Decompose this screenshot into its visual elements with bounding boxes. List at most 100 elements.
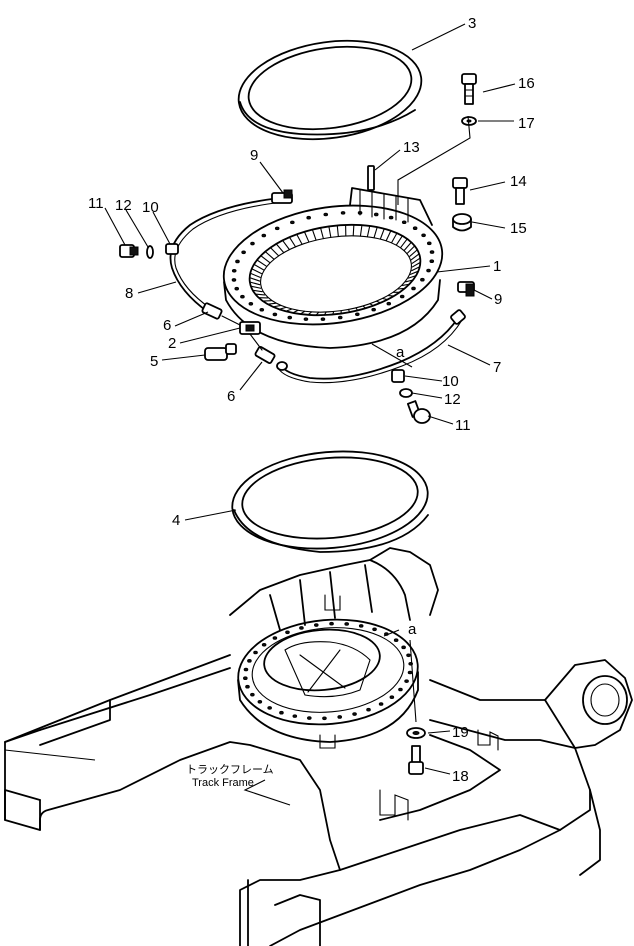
gear-tooth (332, 310, 335, 316)
grease-fitting-6a (201, 302, 223, 320)
gear-tooth (355, 307, 359, 311)
washer-12b (399, 388, 413, 398)
callout-a-lower: a (408, 621, 417, 638)
bolt-hole (267, 706, 272, 710)
gear-tooth (409, 270, 419, 275)
gear-tooth (278, 306, 287, 310)
bolt-hole (411, 286, 416, 291)
bolt-hole (247, 659, 252, 663)
gear-tooth (249, 277, 261, 282)
callout-12-left: 12 (115, 197, 132, 214)
bolt-hole (373, 212, 379, 217)
bolt-hole (253, 650, 258, 655)
callout-17: 17 (518, 115, 535, 132)
gear-tooth (410, 253, 420, 261)
gear-tooth (387, 294, 395, 297)
gear-tooth (359, 224, 363, 237)
bolt-hole (388, 215, 394, 220)
spacer-15 (452, 213, 472, 232)
bolt-hole (337, 315, 343, 320)
track-frame (4, 547, 633, 946)
callout-6-lower: 6 (227, 388, 235, 405)
gear-tooth (405, 279, 414, 283)
track-frame-label-jp: トラックフレーム (186, 763, 274, 776)
gear-tooth (400, 238, 408, 248)
bolt-hole (406, 653, 411, 658)
callout-12-right: 12 (444, 391, 461, 408)
bolt-hole (407, 670, 413, 675)
bolt-hole (234, 286, 240, 291)
bolt-hole (389, 695, 395, 699)
gear-tooth (249, 281, 261, 286)
hose-end-7 (450, 309, 466, 325)
gear-tooth (382, 297, 388, 301)
grease-hose-7 (277, 317, 463, 384)
gear-teeth (249, 224, 421, 316)
gear-tooth (296, 233, 303, 245)
seal-ring-upper (237, 39, 423, 141)
callout-14: 14 (510, 173, 527, 190)
elbow-fitting-9b (457, 281, 475, 297)
gear-tooth (299, 310, 306, 315)
bolt-hole (279, 710, 284, 715)
gear-tooth (251, 268, 263, 275)
grease-nipple-5 (204, 343, 237, 361)
bolt-hole (313, 623, 319, 627)
bolt-14 (452, 177, 468, 205)
callout-2: 2 (168, 335, 176, 352)
clamp-10b (391, 369, 405, 383)
gear-tooth (320, 227, 324, 240)
callout-10-right: 10 (442, 373, 459, 390)
gear-tooth (249, 272, 261, 278)
callout-13: 13 (403, 139, 420, 156)
bolt-hole (401, 220, 407, 225)
bolt-hole (426, 241, 432, 246)
bolt-hole (398, 687, 403, 692)
frame-circle-mount (237, 618, 419, 743)
bolt-hole (231, 268, 237, 273)
bolt-hole (337, 715, 343, 719)
gear-tooth (323, 311, 327, 316)
callout-18: 18 (452, 768, 469, 785)
gear-tooth (373, 226, 378, 239)
bolt-hole (352, 712, 357, 716)
callout-9-right: 9 (494, 291, 502, 308)
gear-tooth (292, 309, 299, 314)
gear-tooth (406, 245, 416, 254)
bolt-hole (243, 676, 248, 681)
bolt-hole (340, 211, 346, 215)
gear-tooth (395, 235, 403, 246)
callout-1: 1 (493, 258, 501, 275)
bolt-hole (250, 241, 255, 246)
gear-tooth (260, 255, 271, 264)
gear-tooth (252, 289, 263, 293)
bolt-hole (420, 277, 425, 282)
gear-tooth (253, 263, 265, 271)
bolt-hole (290, 220, 295, 225)
callout-6-upper: 6 (163, 317, 171, 334)
bolt-11a (119, 244, 139, 258)
bolt-holes (231, 211, 435, 321)
bolt-hole (307, 716, 312, 720)
bolt-hole (250, 692, 255, 697)
bolt-hole (399, 294, 405, 299)
bolt-hole (329, 621, 334, 626)
bolt-hole (429, 259, 435, 264)
gear-tooth (250, 285, 262, 289)
bolt-hole (306, 215, 311, 220)
bolt-hole (404, 679, 409, 683)
gear-tooth (411, 261, 421, 268)
callout-10-left: 10 (142, 199, 159, 216)
bolt-16 (461, 73, 477, 105)
gear-tooth (385, 230, 392, 242)
gear-tooth (379, 228, 385, 240)
gear-tooth (267, 302, 277, 305)
bolt-hole (231, 278, 237, 282)
callout-11-left: 11 (88, 195, 104, 212)
bolt-hole (378, 702, 384, 706)
bolt-hole (248, 301, 254, 306)
callout-a-upper: a (396, 344, 405, 361)
callout-labels: 3 16 17 13 14 15 1 9 7 10 12 11 9 11 12 … (88, 15, 535, 789)
bolt-hole (287, 315, 293, 320)
